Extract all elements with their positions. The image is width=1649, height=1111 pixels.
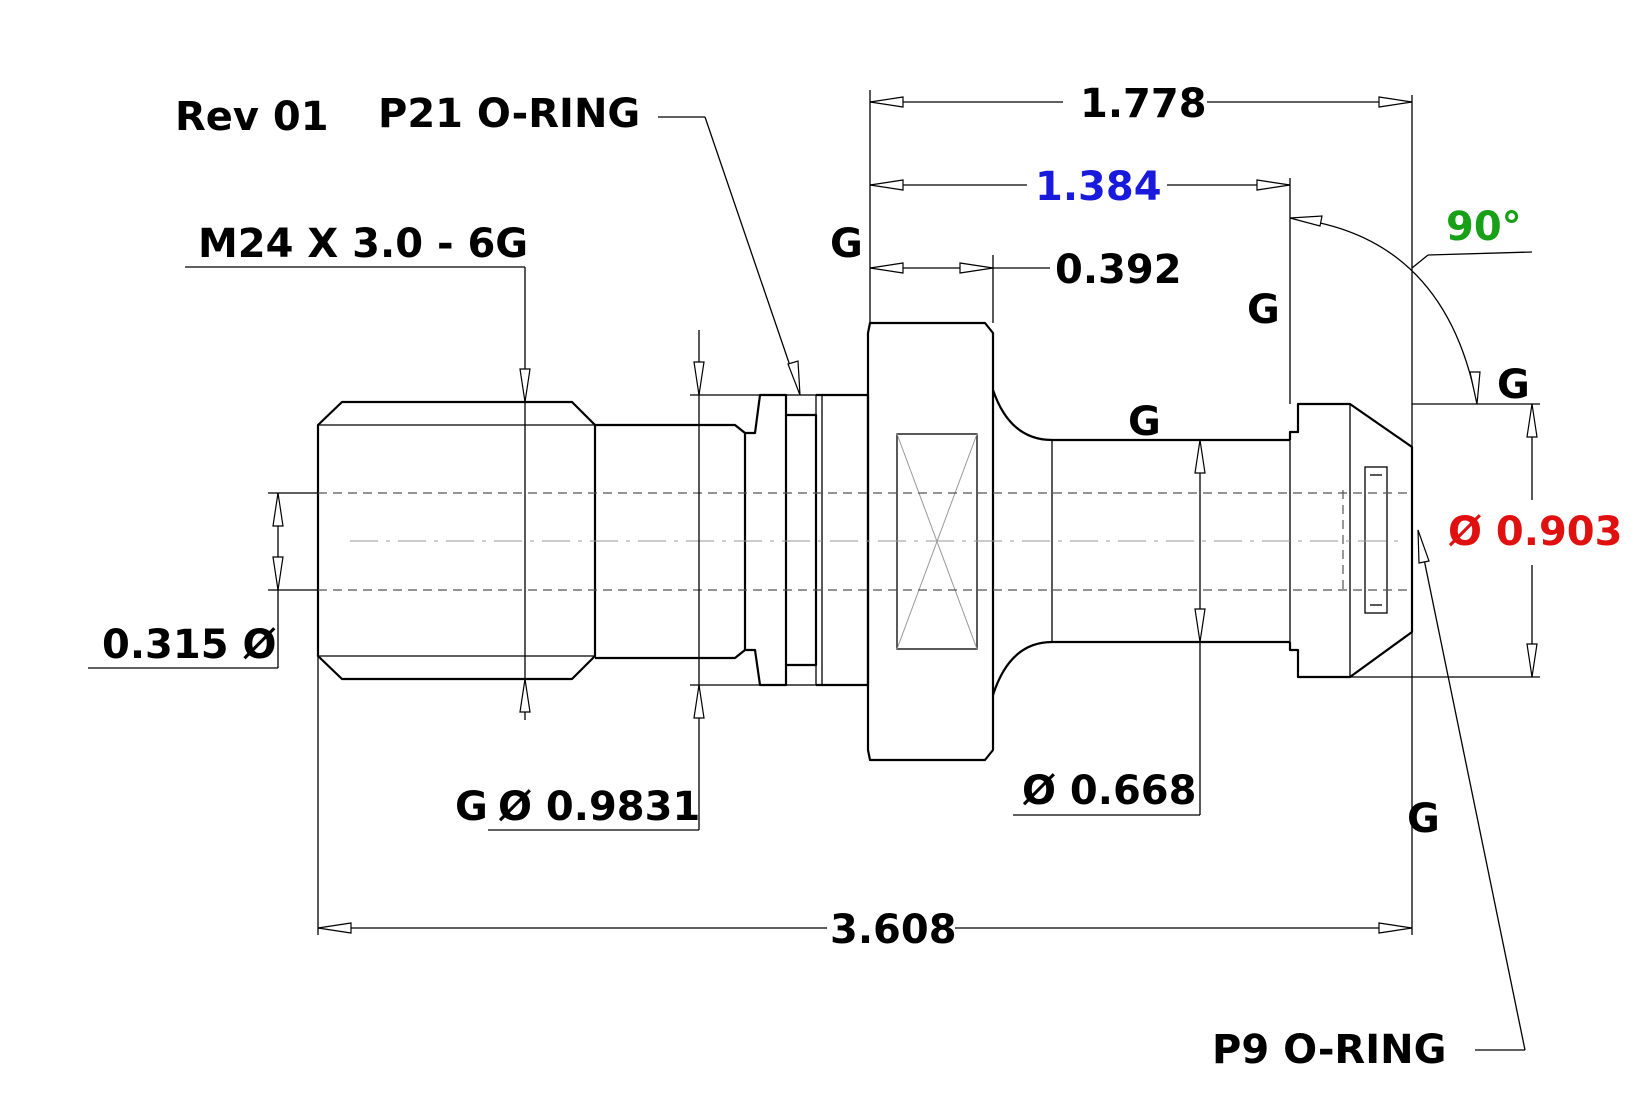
dimension-lines [88,90,1540,1051]
dim-body-09831: Ø 0.9831 [498,784,700,830]
dim-bore-0315: 0.315 Ø [102,622,276,668]
revision-label: Rev 01 [175,94,329,140]
dim-1778: 1.778 [1080,81,1207,127]
arrowheads [272,96,1538,934]
grade-mark-neck: G [1128,399,1161,445]
p9-oring-label: P9 O-RING [1212,1027,1446,1073]
dim-0392: 0.392 [1055,247,1182,293]
dim-3608: 3.608 [830,907,957,953]
grade-mark-flange: G [830,221,863,267]
thread-label: M24 X 3.0 - 6G [198,221,528,267]
grade-mark-end: G [1407,796,1440,842]
grade-mark-head-face: G [1247,287,1280,333]
bore-hidden-lines [318,492,1412,591]
labels: Rev 01 P21 O-RING M24 X 3.0 - 6G P9 O-RI… [102,81,1622,1073]
grade-mark-body: G [455,784,488,830]
dim-neck-0668: Ø 0.668 [1022,768,1196,814]
dim-1384: 1.384 [1035,164,1162,210]
dim-head-0903: Ø 0.903 [1448,509,1622,555]
grade-mark-head-top: G [1497,362,1530,408]
dim-angle-90: 90° [1446,204,1522,250]
p21-oring-label: P21 O-RING [378,91,640,137]
